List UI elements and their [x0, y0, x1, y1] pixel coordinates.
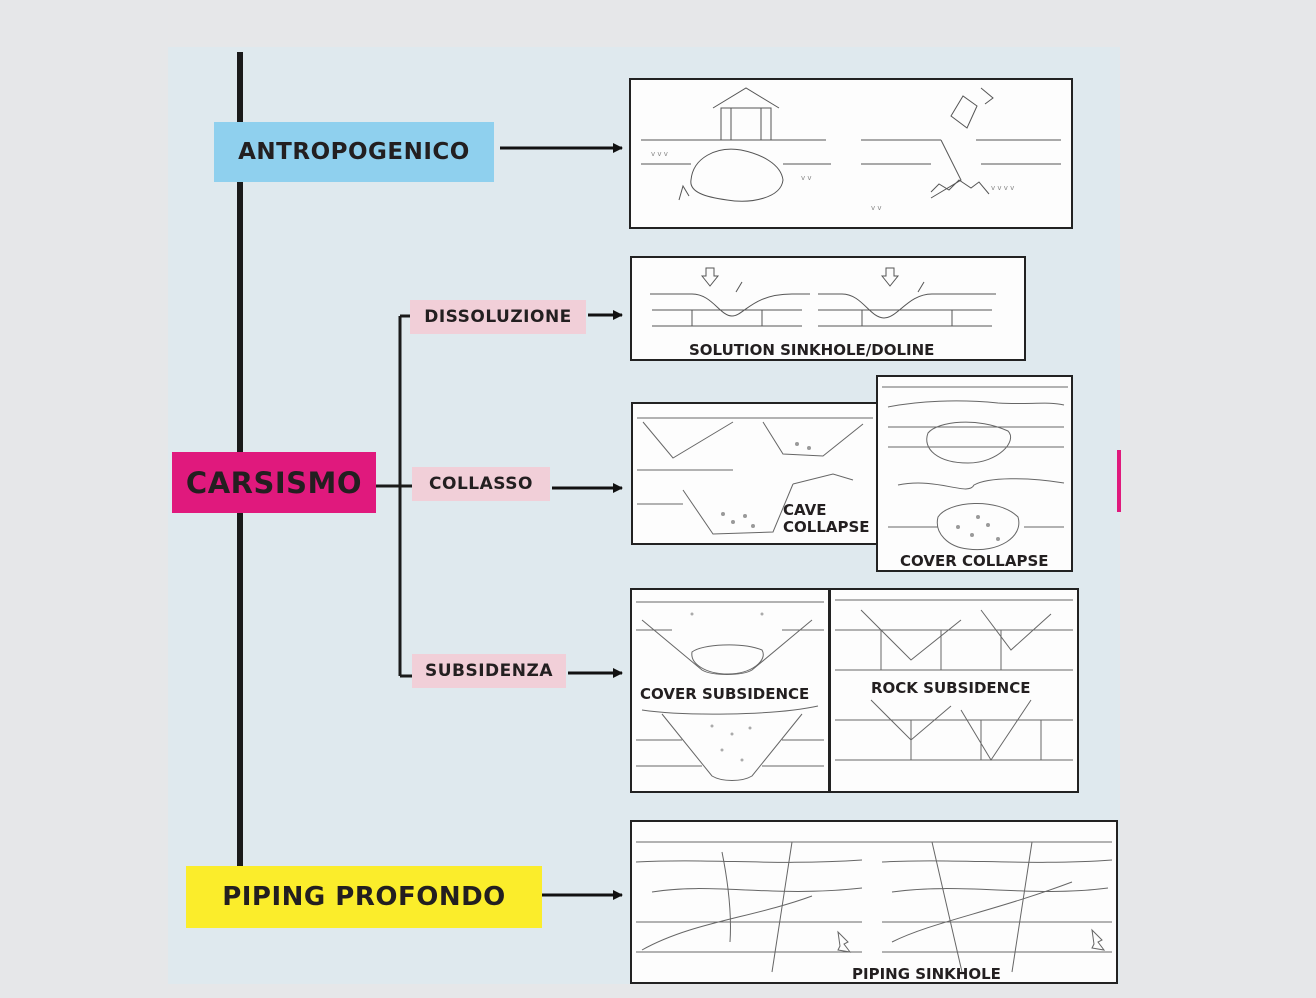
- cover-collapse-label: COVER COLLAPSE: [900, 552, 1049, 570]
- antropogenico-panel: v v v v v v v v v v v: [629, 78, 1073, 229]
- cover-collapse-panel: COVER COLLAPSE: [876, 375, 1073, 572]
- collasso-box: COLLASSO: [412, 467, 550, 501]
- edge-tab: [1117, 450, 1121, 512]
- solution-sketch: [650, 267, 996, 327]
- cave-collapse-sketch: [637, 417, 873, 535]
- subsidenza-box: SUBSIDENZA: [412, 654, 566, 688]
- cave-label-line2: COLLAPSE: [783, 517, 870, 536]
- carsismo-box: CARSISMO: [172, 452, 376, 513]
- cover-subsidence-panel: COVER SUBSIDENCE: [630, 588, 830, 793]
- piping-panel: PIPING SINKHOLE: [630, 820, 1118, 984]
- cover-subsidence-label: COVER SUBSIDENCE: [640, 685, 810, 703]
- svg-text:v v v v: v v v v: [991, 184, 1014, 192]
- collasso-label: COLLASSO: [429, 474, 533, 494]
- cave-collapse-panel: CAVE COLLAPSE: [631, 402, 879, 545]
- piping-label: PIPING PROFONDO: [222, 882, 506, 912]
- svg-text:v v v: v v v: [651, 150, 668, 158]
- piping-sketch: [635, 841, 1113, 973]
- piping-box: PIPING PROFONDO: [186, 866, 542, 928]
- carsismo-label: CARSISMO: [185, 465, 363, 500]
- dissoluzione-label: DISSOLUZIONE: [424, 307, 572, 327]
- cave-collapse-label: CAVE COLLAPSE: [783, 502, 870, 535]
- solution-sinkhole-label: SOLUTION SINKHOLE/DOLINE: [689, 341, 935, 359]
- rock-subsidence-sketch: [835, 599, 1073, 761]
- svg-text:v v: v v: [801, 174, 812, 182]
- cover-collapse-sketch: [882, 386, 1068, 551]
- antropogenico-label: ANTROPOGENICO: [238, 139, 470, 165]
- cave-label-line1: CAVE: [783, 501, 827, 519]
- rock-subsidence-panel: ROCK SUBSIDENCE: [829, 588, 1079, 793]
- cover-subsidence-sketch: [636, 601, 824, 781]
- dissoluzione-box: DISSOLUZIONE: [410, 300, 586, 334]
- antropogenico-sketch: v v v v v v v v v v v: [641, 87, 1061, 212]
- svg-text:v v: v v: [871, 204, 882, 212]
- rock-subsidence-label: ROCK SUBSIDENCE: [871, 679, 1031, 697]
- dissoluzione-panel: SOLUTION SINKHOLE/DOLINE: [630, 256, 1026, 361]
- antropogenico-box: ANTROPOGENICO: [214, 122, 494, 182]
- subsidenza-label: SUBSIDENZA: [424, 661, 553, 681]
- piping-sinkhole-label: PIPING SINKHOLE: [852, 965, 1001, 983]
